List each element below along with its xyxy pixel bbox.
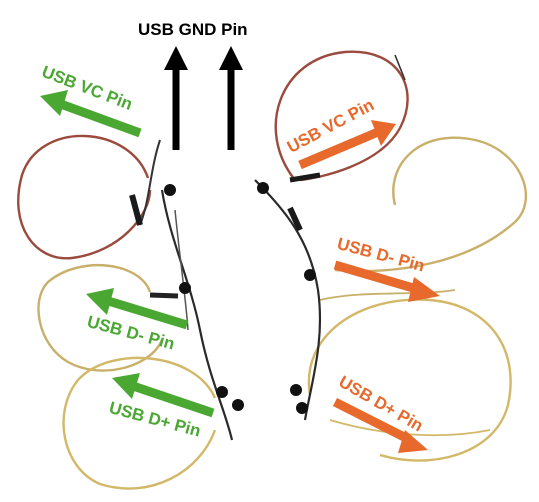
gnd-pin-label: USB GND Pin xyxy=(138,20,248,40)
gnd-arrows xyxy=(164,46,243,150)
